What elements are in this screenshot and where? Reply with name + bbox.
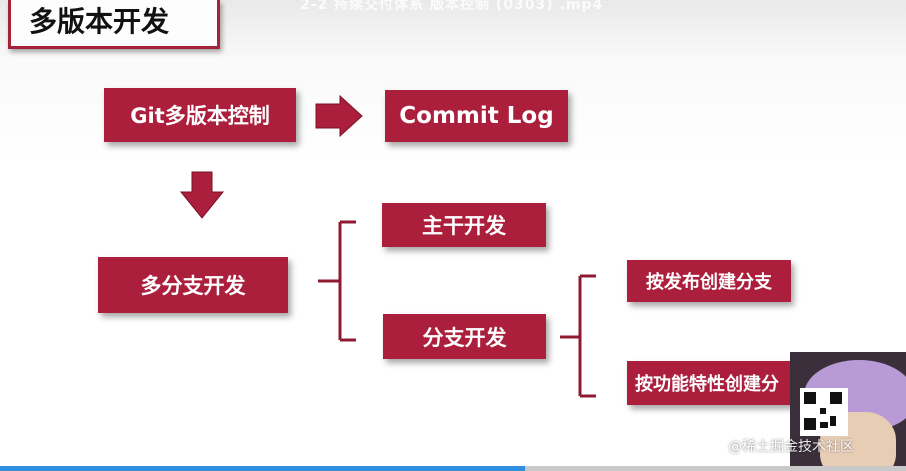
slide-title: 多版本开发: [29, 5, 170, 38]
down-arrow: [179, 171, 225, 219]
node-trunk-development: 主干开发: [382, 203, 546, 247]
node-commit-log: Commit Log: [385, 90, 568, 142]
video-progress-fill: [0, 466, 526, 471]
node-label: 多分支开发: [140, 274, 246, 298]
node-label: 主干开发: [422, 214, 506, 238]
bracket-branch: [560, 274, 596, 398]
video-title: 2-2 持续交付体系 版本控制 (0303) .mp4: [300, 0, 604, 13]
slide-title-box: 多版本开发: [8, 0, 220, 49]
node-label: Commit Log: [399, 103, 554, 129]
node-label: 按功能特性创建分: [635, 374, 779, 395]
node-multi-branch-development: 多分支开发: [98, 257, 288, 313]
node-branch-by-release: 按发布创建分支: [627, 260, 791, 302]
node-branch-development: 分支开发: [383, 314, 546, 359]
node-git-version-control: Git多版本控制: [104, 88, 296, 142]
node-label: Git多版本控制: [130, 104, 270, 128]
right-arrow: [315, 94, 363, 138]
qr-code-icon: [800, 388, 848, 436]
webcam-overlay: [790, 352, 906, 471]
node-label: 按发布创建分支: [646, 272, 772, 293]
video-progress-bar[interactable]: [0, 466, 906, 471]
node-branch-by-feature: 按功能特性创建分: [627, 361, 797, 405]
node-label: 分支开发: [422, 325, 507, 350]
bracket-multi: [318, 220, 356, 342]
watermark: @稀土掘金技术社区: [728, 439, 854, 455]
